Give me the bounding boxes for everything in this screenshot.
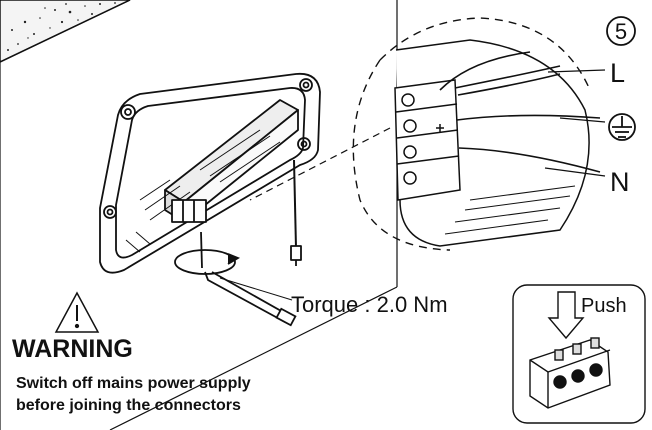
screwdriver-tool xyxy=(174,231,297,327)
torque-leader xyxy=(219,277,293,301)
wire-label-live: L xyxy=(610,58,625,88)
terminal-zoom-detail xyxy=(249,17,601,251)
warning-title: WARNING xyxy=(12,335,133,363)
earth-ground-icon xyxy=(608,113,636,141)
warning-line-1: Switch off mains power supply xyxy=(16,375,251,392)
warning-line-2: before joining the connectors xyxy=(16,397,241,414)
step-number: 5 xyxy=(615,19,627,44)
wire-callouts xyxy=(544,69,606,177)
torque-label: Torque : 2.0 Nm xyxy=(291,292,448,317)
push-label: Push xyxy=(581,295,627,317)
push-connector-box xyxy=(512,284,646,424)
luminaire-housing xyxy=(99,72,321,274)
wire-label-neutral: N xyxy=(610,167,630,197)
warning-triangle-icon xyxy=(54,291,100,333)
step-circle xyxy=(606,16,636,46)
